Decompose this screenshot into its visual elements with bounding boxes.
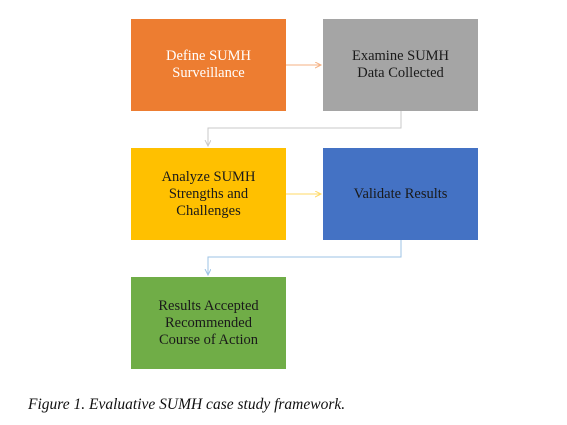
step-define-box: Define SUMH Surveillance [131,19,286,111]
step-results-box: Results Accepted Recommended Course of A… [131,277,286,369]
figure-caption: Figure 1. Evaluative SUMH case study fra… [28,396,346,413]
step-analyze-box: Analyze SUMH Strengths and Challenges [131,148,286,240]
step-examine-box: Examine SUMH Data Collected [323,19,478,111]
connector-examine-to-analyze [208,111,402,146]
step-validate-box: Validate Results [323,148,478,240]
connector-validate-to-results [208,240,402,275]
